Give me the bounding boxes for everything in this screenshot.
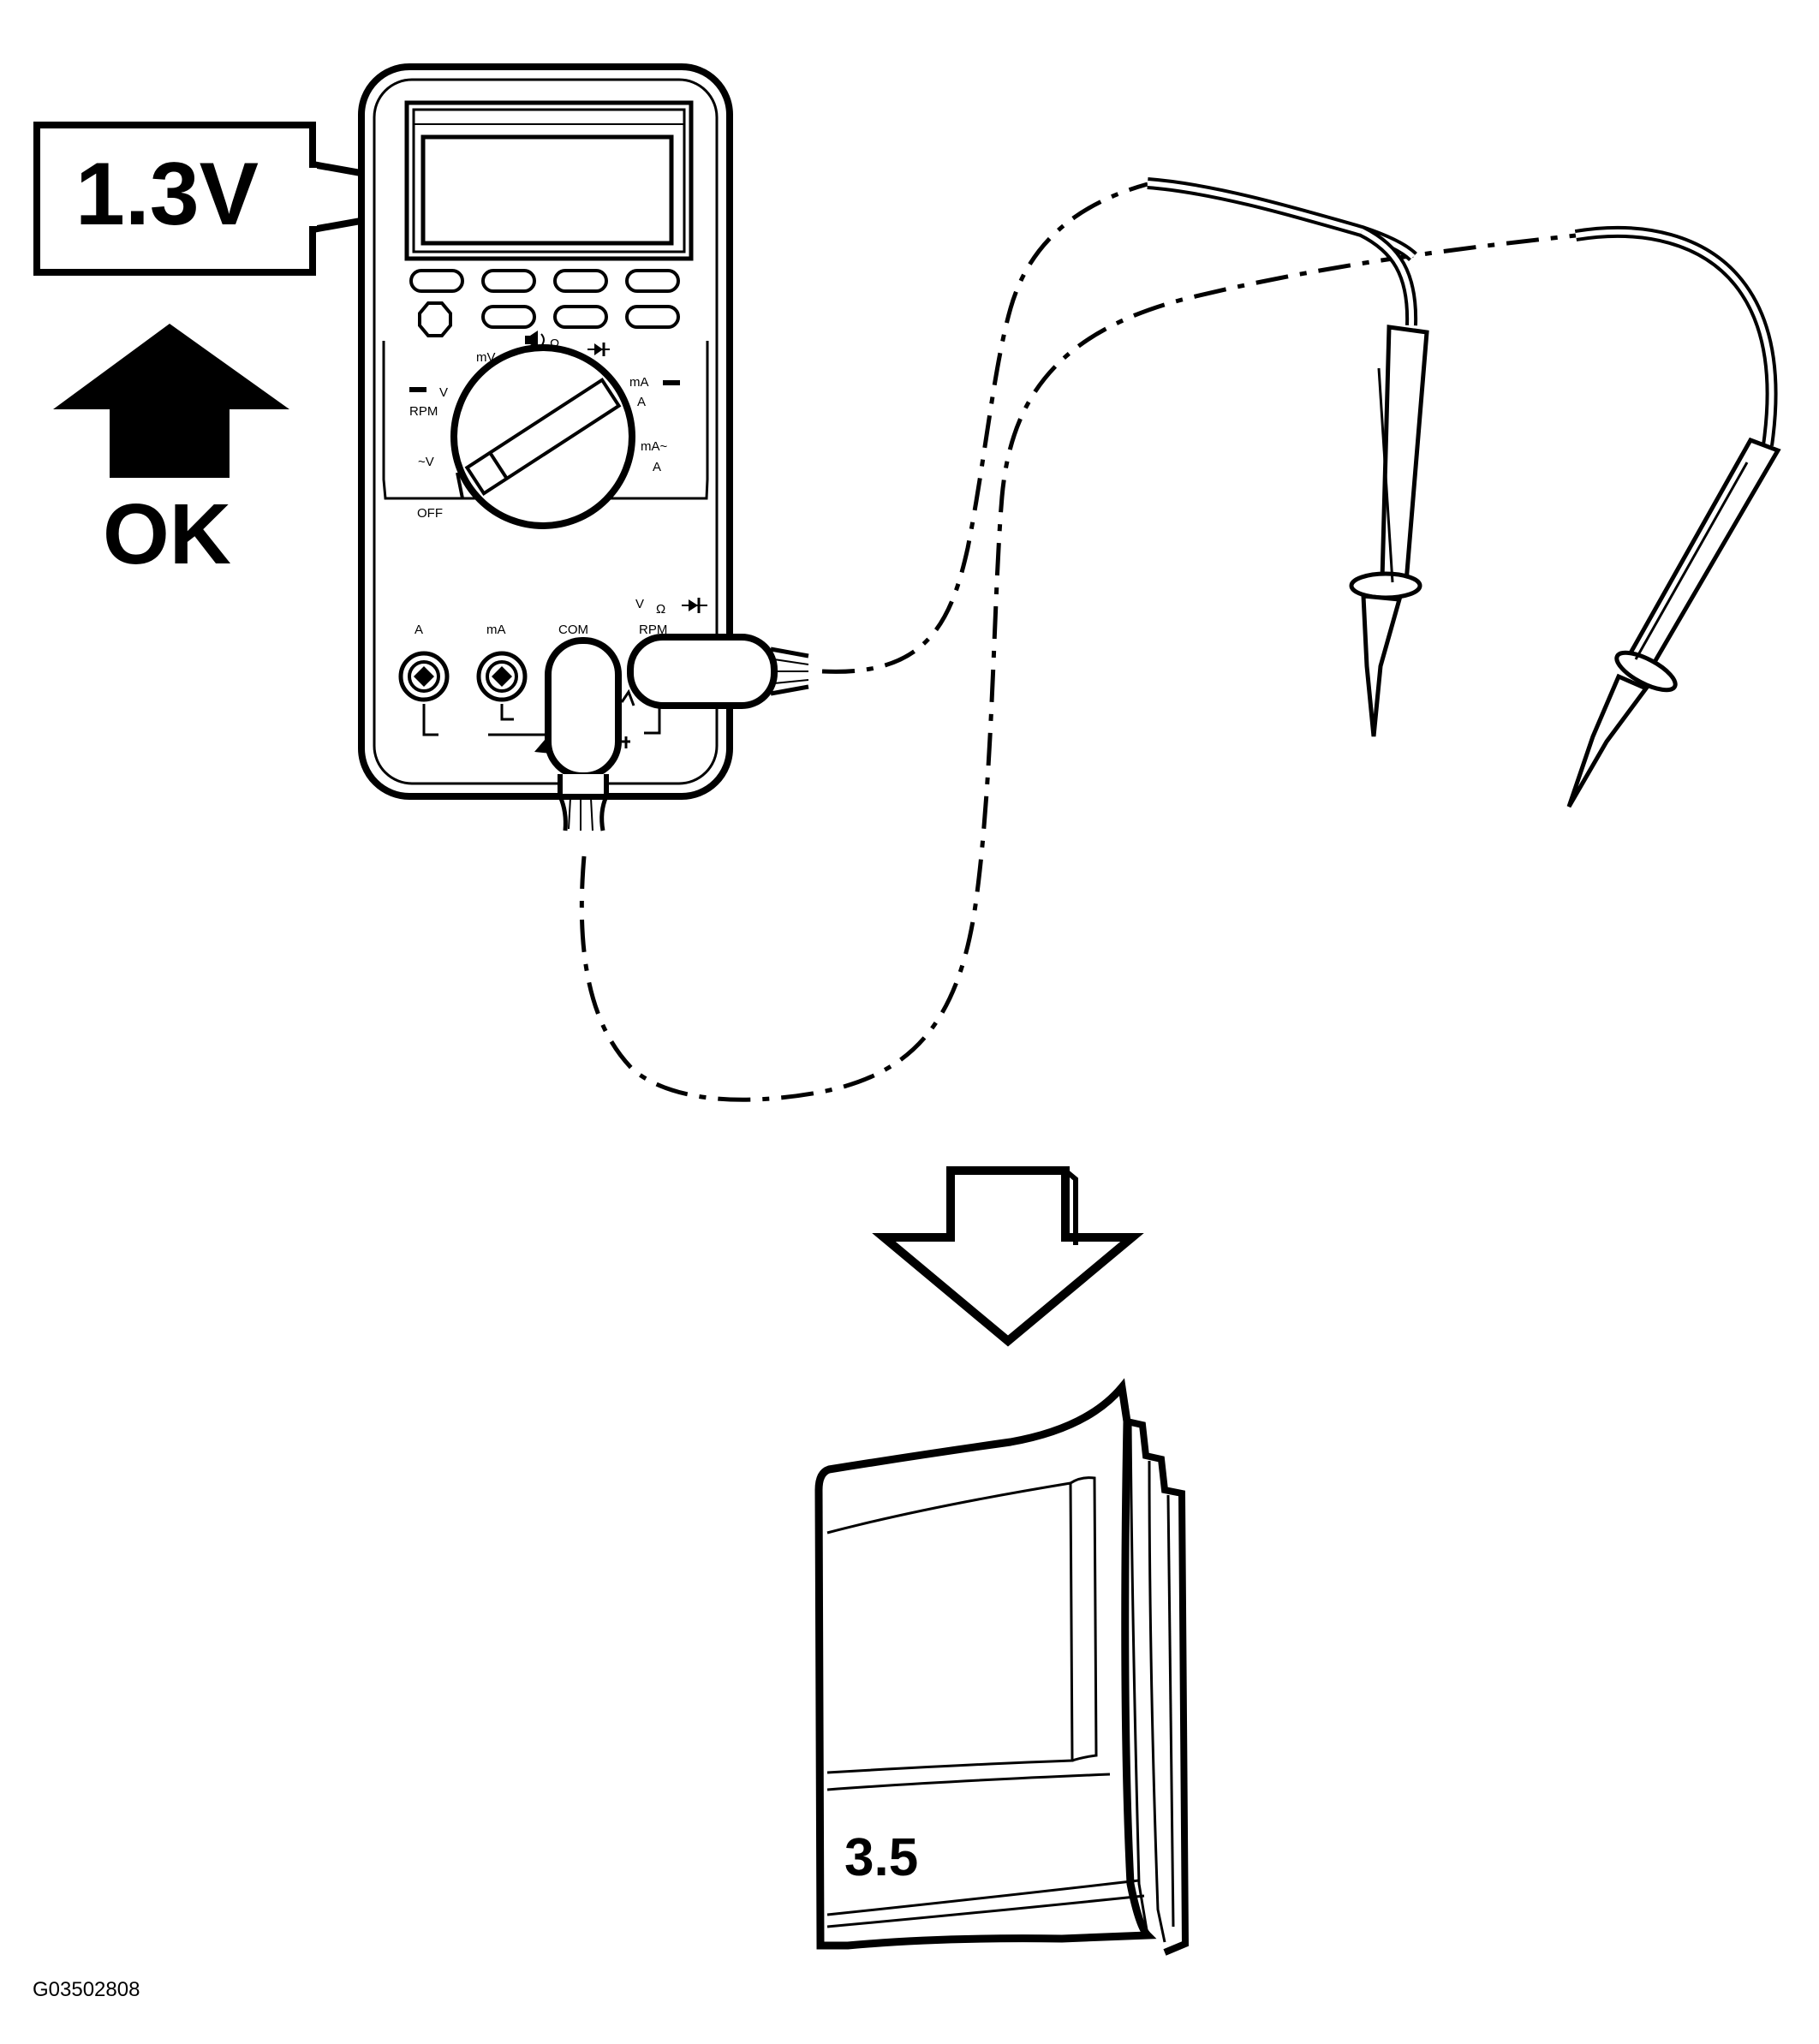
dial-label-rpm: RPM	[409, 404, 438, 419]
diode-icon	[682, 598, 707, 613]
ok-indicator: OK	[53, 324, 289, 582]
dial-label-ma: mA	[629, 375, 649, 390]
outline-down-arrow-icon	[872, 1166, 1144, 1347]
meter-button[interactable]	[625, 305, 680, 329]
meter-buttons	[409, 269, 680, 337]
test-probe-icon	[1147, 177, 1429, 737]
jack-label-a: A	[414, 623, 423, 637]
com-plug	[545, 637, 622, 831]
dial-panel: mV Ω V RPM ~V OFF mA A mA~ A	[382, 331, 709, 529]
meter-button[interactable]	[625, 269, 680, 293]
service-manual-icon: 3.5	[814, 1378, 1190, 1956]
test-probe-icon	[1566, 225, 1781, 808]
diode-icon	[587, 343, 610, 356]
ok-label: OK	[103, 486, 231, 582]
jack-label-ohm: Ω	[656, 602, 665, 617]
dial-label-ohm: Ω	[550, 337, 559, 351]
manual-section-label: 3.5	[844, 1828, 918, 1887]
jack-label-v: V	[635, 597, 644, 611]
meter-button[interactable]	[481, 305, 536, 329]
meter-button[interactable]	[553, 305, 608, 329]
speaker-icon	[525, 331, 545, 349]
v-plug	[627, 634, 809, 709]
power-button[interactable]	[418, 301, 452, 337]
v-test-lead	[821, 182, 1148, 674]
jack-label-rpm: RPM	[639, 623, 667, 637]
meter-button[interactable]	[409, 269, 464, 293]
meter-button[interactable]	[481, 269, 536, 293]
jack-label-com: COM	[558, 623, 588, 637]
dial-label-ma-ac: mA~	[641, 439, 668, 454]
dial-label-a: A	[637, 395, 646, 409]
multimeter: mV Ω V RPM ~V OFF mA A mA~ A A	[358, 63, 809, 831]
dial-label-ac-v: ~V	[418, 455, 434, 469]
jack-label-ma: mA	[486, 623, 506, 637]
dc-indicator-icon	[409, 387, 426, 392]
dc-indicator-icon	[663, 380, 680, 385]
dial-pointer	[464, 377, 622, 497]
jack-ma[interactable]	[476, 651, 528, 702]
dial-label-v: V	[439, 385, 448, 400]
meter-display	[404, 100, 694, 261]
dial-label-off: OFF	[417, 506, 443, 521]
figure-id: G03502808	[33, 1978, 140, 2001]
test-leads	[579, 182, 1577, 1102]
meter-button[interactable]	[553, 269, 608, 293]
reading-text: 1.3V	[75, 145, 259, 244]
com-test-lead	[579, 233, 1577, 1102]
dial-label-mv: mV	[476, 350, 496, 365]
jack-a[interactable]	[398, 651, 450, 702]
filled-up-arrow-icon	[53, 324, 289, 478]
dial-label-a-ac: A	[653, 460, 661, 474]
